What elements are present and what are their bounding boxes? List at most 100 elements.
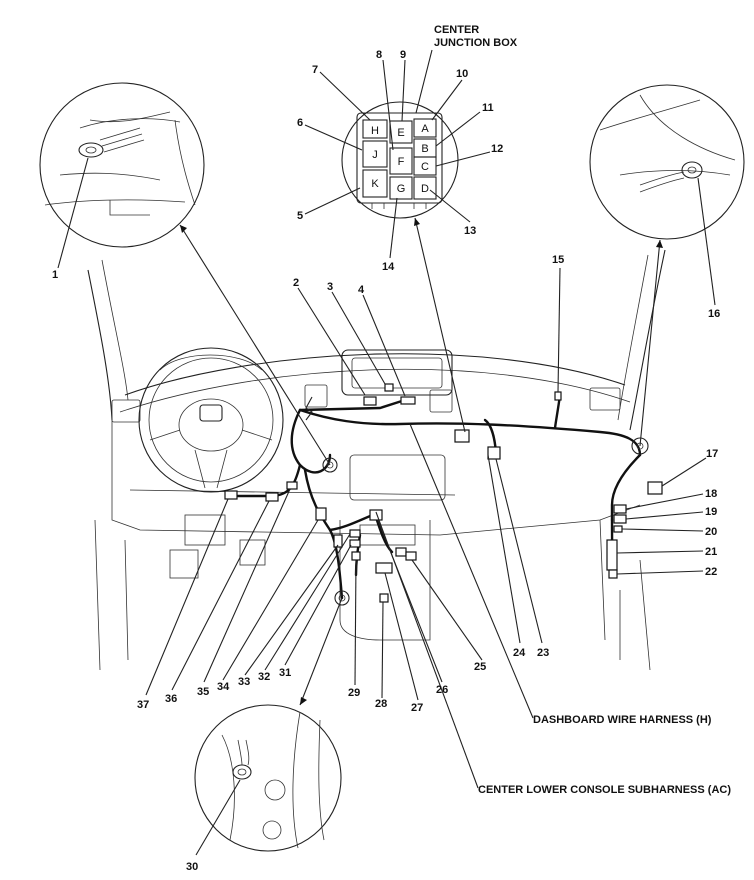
connector-15: [554, 391, 562, 401]
wire-harness: [233, 393, 642, 600]
junction-box-detail: H E A J F B K G C D CENTER JUNCTION BOX: [341, 24, 518, 219]
callout-numbers: 1 2 3 4 5 6 7 8 9 10 11 12 13 14 15 16 1…: [52, 49, 720, 873]
connector-36: [265, 492, 279, 502]
detail-circle-30: [194, 704, 342, 852]
callout-29: 29: [348, 687, 360, 699]
cell-d: D: [421, 183, 429, 195]
callout-12: 12: [491, 143, 503, 155]
callout-30: 30: [186, 861, 198, 873]
callout-7: 7: [312, 64, 318, 76]
connectors: [224, 383, 663, 606]
cell-b: B: [421, 143, 428, 155]
cell-g: G: [397, 183, 406, 195]
fuse-slot-h: [362, 119, 388, 139]
connector-25b: [405, 551, 417, 561]
cell-j: J: [372, 149, 378, 161]
callout-15: 15: [552, 254, 564, 266]
callout-3: 3: [327, 281, 333, 293]
grommet-30: [334, 590, 350, 606]
connector-35: [286, 481, 298, 490]
callout-11: 11: [482, 102, 494, 114]
connector-4: [400, 396, 416, 405]
fuse-slot-d: [413, 176, 437, 200]
cell-k: K: [371, 178, 379, 190]
callout-34: 34: [217, 681, 230, 693]
callout-leaders: [57, 59, 716, 856]
detail-circle-top-left: [39, 82, 205, 248]
fuse-slot-e: [389, 120, 413, 144]
connector-2: [363, 396, 377, 406]
callout-31: 31: [279, 667, 291, 679]
connector-18: [613, 504, 627, 514]
dashboard-harness-trunk: [298, 408, 642, 457]
callout-22: 22: [705, 566, 717, 578]
connector-33: [333, 534, 343, 548]
cell-f: F: [398, 156, 405, 168]
detail-pointers: [179, 217, 663, 706]
junction-box-caption-leader: [415, 49, 433, 114]
callout-21: 21: [705, 546, 717, 558]
callout-24: 24: [513, 647, 526, 659]
detail-circle-1: [39, 82, 205, 248]
vehicle-interior: [87, 249, 666, 671]
callout-27: 27: [411, 702, 423, 714]
callout-1: 1: [52, 269, 58, 281]
callout-9: 9: [400, 49, 406, 61]
callout-28: 28: [375, 698, 387, 710]
callout-5: 5: [297, 210, 303, 222]
connector-37: [224, 490, 238, 500]
fuse-slot-a: [413, 118, 437, 138]
connector-20: [613, 525, 623, 533]
callout-18: 18: [705, 488, 717, 500]
connector-3: [384, 383, 394, 392]
callout-37: 37: [137, 699, 149, 711]
grommet-1: [322, 457, 338, 473]
cell-c: C: [421, 161, 429, 173]
steering-wheel: [138, 347, 284, 493]
callout-25: 25: [474, 661, 486, 673]
callout-33: 33: [238, 676, 250, 688]
connector-34: [315, 507, 327, 521]
connector-19: [613, 514, 627, 524]
connector-22: [608, 569, 618, 579]
cell-h: H: [371, 125, 379, 137]
callout-19: 19: [705, 506, 717, 518]
callout-23: 23: [537, 647, 549, 659]
connector-31: [349, 539, 361, 548]
fuse-slot-f: [389, 147, 413, 175]
junction-box-caption-line1: CENTER: [434, 24, 479, 36]
dashboard-harness-caption: DASHBOARD WIRE HARNESS (H): [533, 714, 712, 726]
callout-16: 16: [708, 308, 720, 320]
console-subharness-caption: CENTER LOWER CONSOLE SUBHARNESS (AC): [478, 784, 731, 796]
connector-29: [351, 551, 361, 561]
center-display: [341, 349, 453, 396]
detail-circle-bottom: [194, 704, 342, 852]
callout-13: 13: [464, 225, 476, 237]
connector-17: [647, 481, 663, 495]
cell-e: E: [397, 127, 404, 139]
callout-14: 14: [382, 261, 395, 273]
detail-circle-16: [589, 84, 745, 240]
callout-35: 35: [197, 686, 209, 698]
cell-a: A: [421, 123, 429, 135]
callout-32: 32: [258, 671, 270, 683]
junction-box-caption-line2: JUNCTION BOX: [434, 37, 518, 49]
callout-20: 20: [705, 526, 717, 538]
callout-6: 6: [297, 117, 303, 129]
fuse-slot-j: [362, 140, 388, 168]
grommet-16: [631, 437, 649, 455]
callout-26: 26: [436, 684, 448, 696]
connector-21: [606, 539, 618, 571]
callout-4: 4: [358, 284, 365, 296]
fuse-slot-k: [362, 169, 388, 198]
detail-circle-top-right: [589, 84, 745, 240]
junction-box-outline: [356, 112, 443, 204]
connector-28: [379, 593, 389, 603]
callout-17: 17: [706, 448, 718, 460]
callout-36: 36: [165, 693, 177, 705]
connector-23: [487, 446, 501, 460]
junction-box-connector: [454, 429, 470, 443]
callout-2: 2: [293, 277, 299, 289]
connector-26: [369, 509, 383, 521]
